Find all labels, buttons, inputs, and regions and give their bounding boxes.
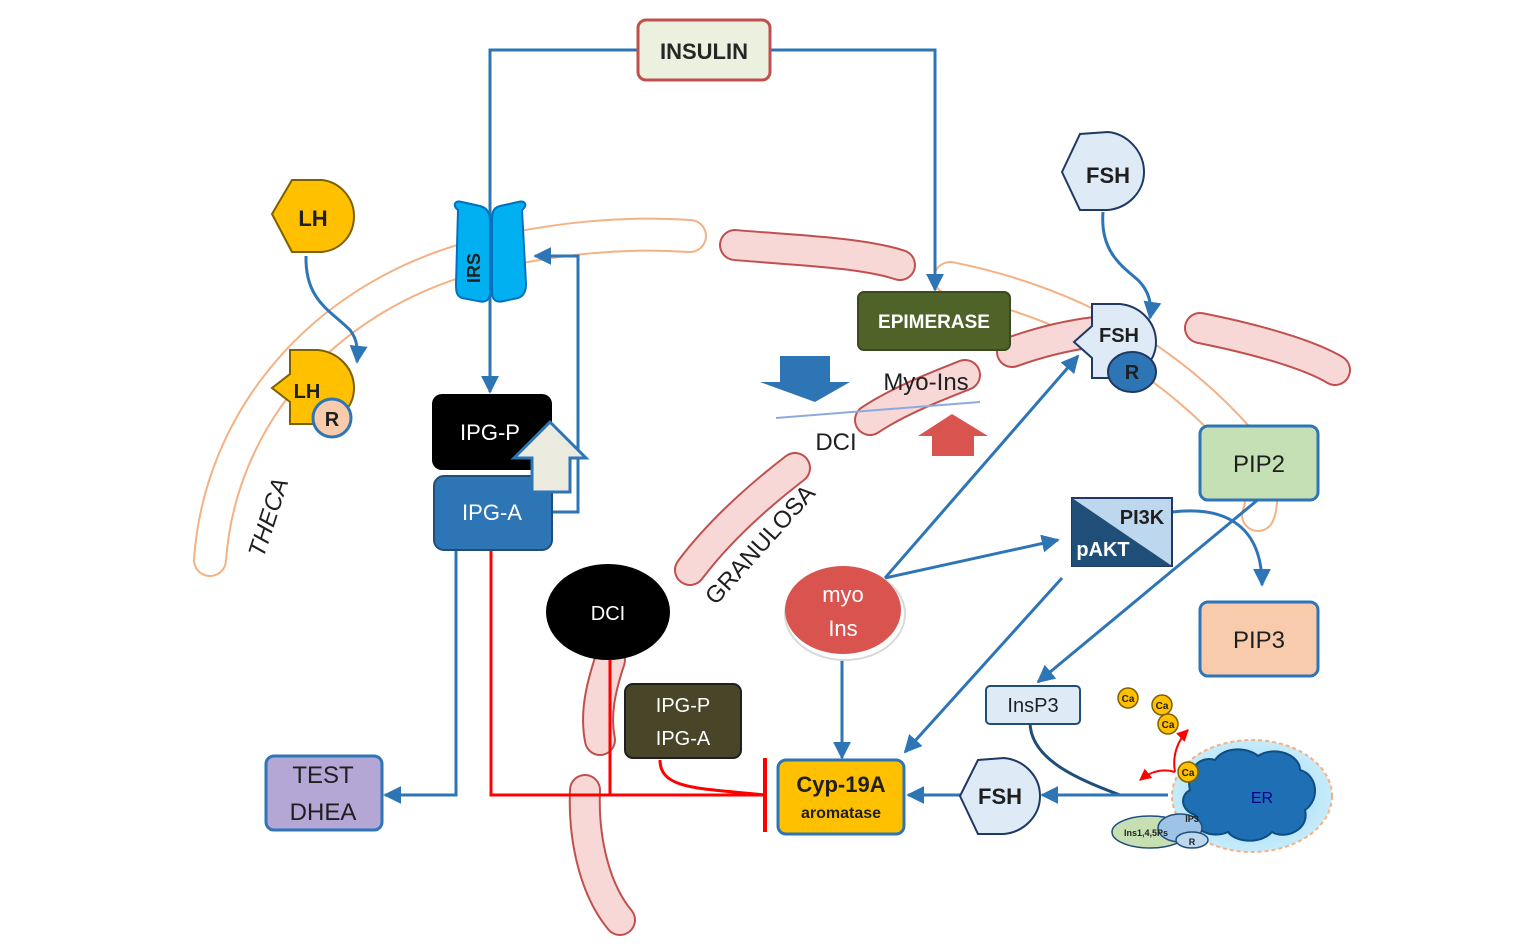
cyp19a-node: Cyp-19A aromatase — [776, 758, 906, 836]
ins-ps-label: Ins1,4,5Ps — [1124, 828, 1168, 838]
ca3-label: Ca — [1162, 720, 1175, 731]
inhibition-lines — [489, 550, 767, 832]
calcium-ions: Ca Ca Ca Ca — [1117, 687, 1199, 783]
theca-membrane — [193, 217, 707, 577]
myo-line1: myo — [822, 582, 864, 607]
ipg-box-node: IPG-P IPG-A — [624, 683, 742, 759]
arrow-pi3k-to-pip3 — [1171, 509, 1271, 587]
myo-dci-balance: Myo-Ins DCI — [760, 356, 988, 456]
up-red-arrow-icon — [918, 414, 988, 456]
pip2-label: PIP2 — [1233, 451, 1285, 478]
lh-receptor-label: LH — [294, 381, 321, 403]
ca1-label: Ca — [1122, 694, 1135, 705]
arrow-insulin-to-epimerase — [770, 48, 944, 292]
test-label: TEST — [292, 762, 354, 789]
arrow-ipga-to-irs — [533, 247, 580, 514]
pip2-node: PIP2 — [1198, 424, 1320, 502]
arrow-myo-to-pi3k — [884, 534, 1060, 580]
pip3-label: PIP3 — [1233, 627, 1285, 654]
insp3-node: InsP3 — [985, 685, 1081, 725]
fsh-receptor-label: FSH — [1099, 325, 1139, 347]
up-arrow-icon — [510, 419, 590, 494]
epimerase-node: EPIMERASE — [857, 291, 1011, 351]
ca-release-arrow-2 — [1139, 768, 1176, 781]
fsh-receptor: FSH R — [1072, 303, 1158, 393]
granulosa-membrane — [568, 229, 1351, 936]
inhibit-ipgbox-to-cyp — [658, 759, 766, 797]
irs-label: IRS — [464, 253, 484, 283]
r-small-label: R — [1189, 837, 1196, 847]
pi3k-label: PI3K — [1120, 507, 1165, 529]
ipg-a-node: IPG-A — [433, 475, 553, 551]
ipg-p-label: IPG-P — [460, 420, 520, 445]
theca-label: THECA — [243, 475, 294, 561]
dci-node-label: DCI — [591, 603, 625, 625]
myo-ins-node: myo Ins — [784, 566, 906, 661]
arrow-pakt-to-cyp — [903, 576, 1064, 754]
myo-ins-label: Myo-Ins — [883, 369, 968, 396]
arrows — [304, 48, 1271, 804]
ipg-box-a-label: IPG-A — [656, 728, 711, 750]
down-arrow-icon — [760, 356, 850, 402]
fsh-top-label: FSH — [1086, 163, 1130, 188]
ca2-label: Ca — [1156, 701, 1169, 712]
lh-hormone: LH — [270, 179, 356, 253]
test-dhea-node: TEST DHEA — [264, 754, 384, 832]
ipg-a-label: IPG-A — [462, 500, 522, 525]
fsh-bottom: FSH — [958, 756, 1042, 835]
arrow-myo-to-fshr — [883, 354, 1080, 579]
epimerase-label: EPIMERASE — [878, 312, 990, 333]
cyp-line1: Cyp-19A — [796, 772, 885, 797]
dhea-label: DHEA — [290, 799, 357, 826]
pi3k-pakt-node: PI3K pAKT — [1071, 497, 1173, 567]
er-organelle: ER Ins1,4,5Ps IP3 R — [1111, 739, 1333, 853]
ca-release-arrow — [1173, 729, 1189, 773]
ipg-box-p-label: IPG-P — [656, 695, 710, 717]
fsh-bottom-label: FSH — [978, 784, 1022, 809]
lh-receptor: LH R — [270, 349, 356, 439]
arrow-lh-to-lhr — [304, 255, 368, 364]
inhibit-ipga-to-cyp — [489, 550, 765, 797]
dci-node: DCI — [546, 564, 670, 660]
er-label: ER — [1251, 790, 1273, 807]
insulin-label: INSULIN — [660, 39, 748, 64]
irs-receptor: IRS — [453, 200, 528, 303]
ip3-label: IP3 — [1185, 814, 1199, 824]
ca4-label: Ca — [1182, 768, 1195, 779]
insulin-node: INSULIN — [636, 18, 772, 82]
fsh-hormone: FSH — [1060, 130, 1146, 211]
lh-r-label: R — [325, 409, 340, 431]
arrow-pip2-to-insp3 — [1036, 496, 1261, 684]
arrow-insp3-to-er — [1028, 721, 1121, 797]
arrow-ipga-to-test — [383, 550, 458, 804]
dci-balance-label: DCI — [815, 429, 856, 456]
lh-top-label: LH — [298, 206, 327, 231]
myo-line2: Ins — [828, 616, 857, 641]
pip3-node: PIP3 — [1198, 600, 1320, 678]
cyp-line2: aromatase — [801, 805, 881, 822]
arrow-fsh-to-fshr — [1101, 211, 1162, 320]
insp3-label: InsP3 — [1007, 695, 1058, 717]
pakt-label: pAKT — [1076, 539, 1129, 561]
fsh-r-label: R — [1125, 362, 1140, 384]
